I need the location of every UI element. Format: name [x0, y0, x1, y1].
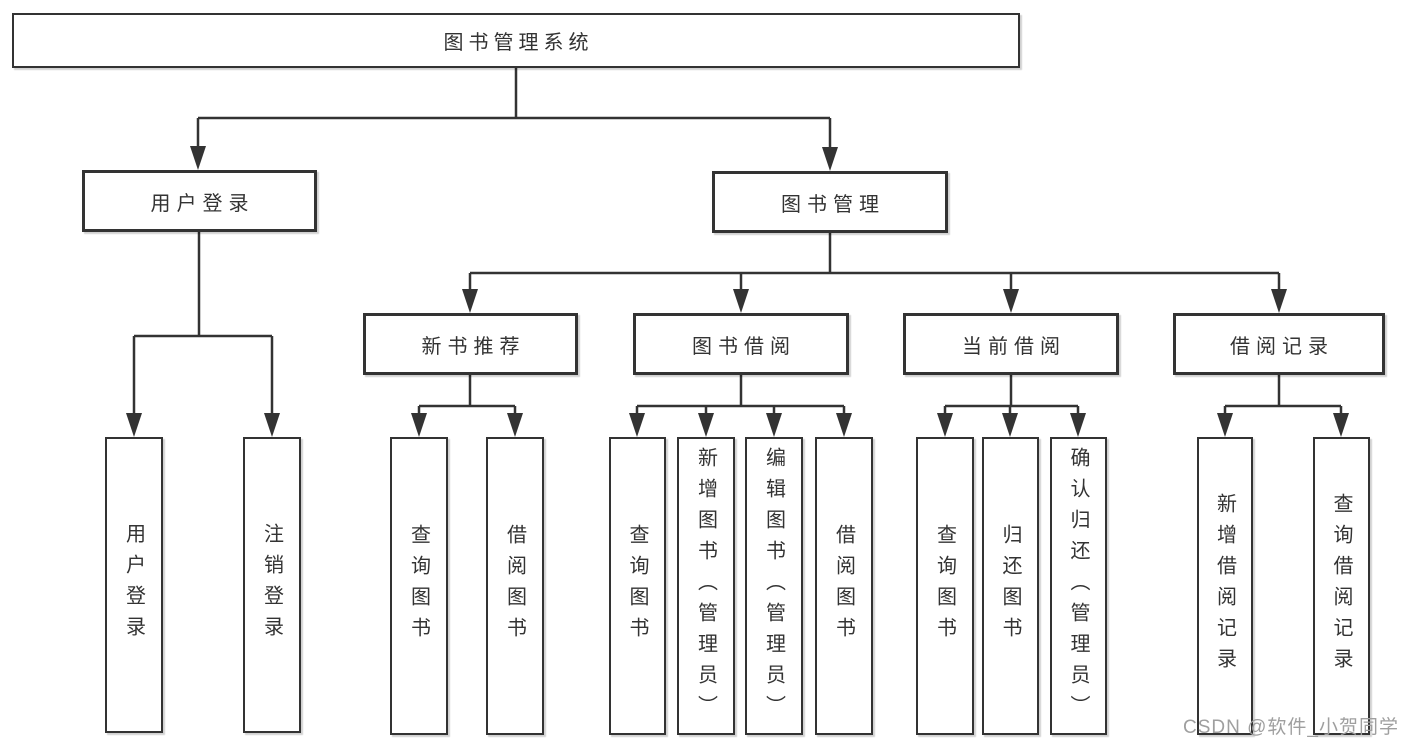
leaf-query-books-current: 查询图书: [916, 437, 974, 735]
node-borrow-records: 借阅记录: [1173, 313, 1385, 375]
leaf-query-borrow-record: 查询借阅记录: [1313, 437, 1370, 735]
leaf-add-book-admin: 新增图书（管理员）: [677, 437, 735, 735]
node-book-borrow: 图书借阅: [633, 313, 849, 375]
leaf-borrow-books-recommend: 借阅图书: [486, 437, 544, 735]
leaf-query-books-borrow: 查询图书: [609, 437, 666, 735]
leaf-borrow-books: 借阅图书: [815, 437, 873, 735]
leaf-confirm-return-admin: 确认归还（管理员）: [1050, 437, 1107, 735]
csdn-watermark: CSDN @软件_小贺同学: [1183, 717, 1399, 738]
leaf-logout: 注销登录: [243, 437, 301, 733]
leaf-return-books: 归还图书: [982, 437, 1039, 735]
node-current-borrow: 当前借阅: [903, 313, 1119, 375]
leaf-edit-book-admin: 编辑图书（管理员）: [745, 437, 803, 735]
node-user-login: 用户登录: [82, 170, 317, 232]
leaf-add-borrow-record: 新增借阅记录: [1197, 437, 1253, 735]
node-root: 图书管理系统: [12, 13, 1020, 68]
leaf-user-login: 用户登录: [105, 437, 163, 733]
leaf-query-books-recommend: 查询图书: [390, 437, 448, 735]
node-book-management: 图书管理: [712, 171, 948, 233]
node-new-book-recommend: 新书推荐: [363, 313, 578, 375]
